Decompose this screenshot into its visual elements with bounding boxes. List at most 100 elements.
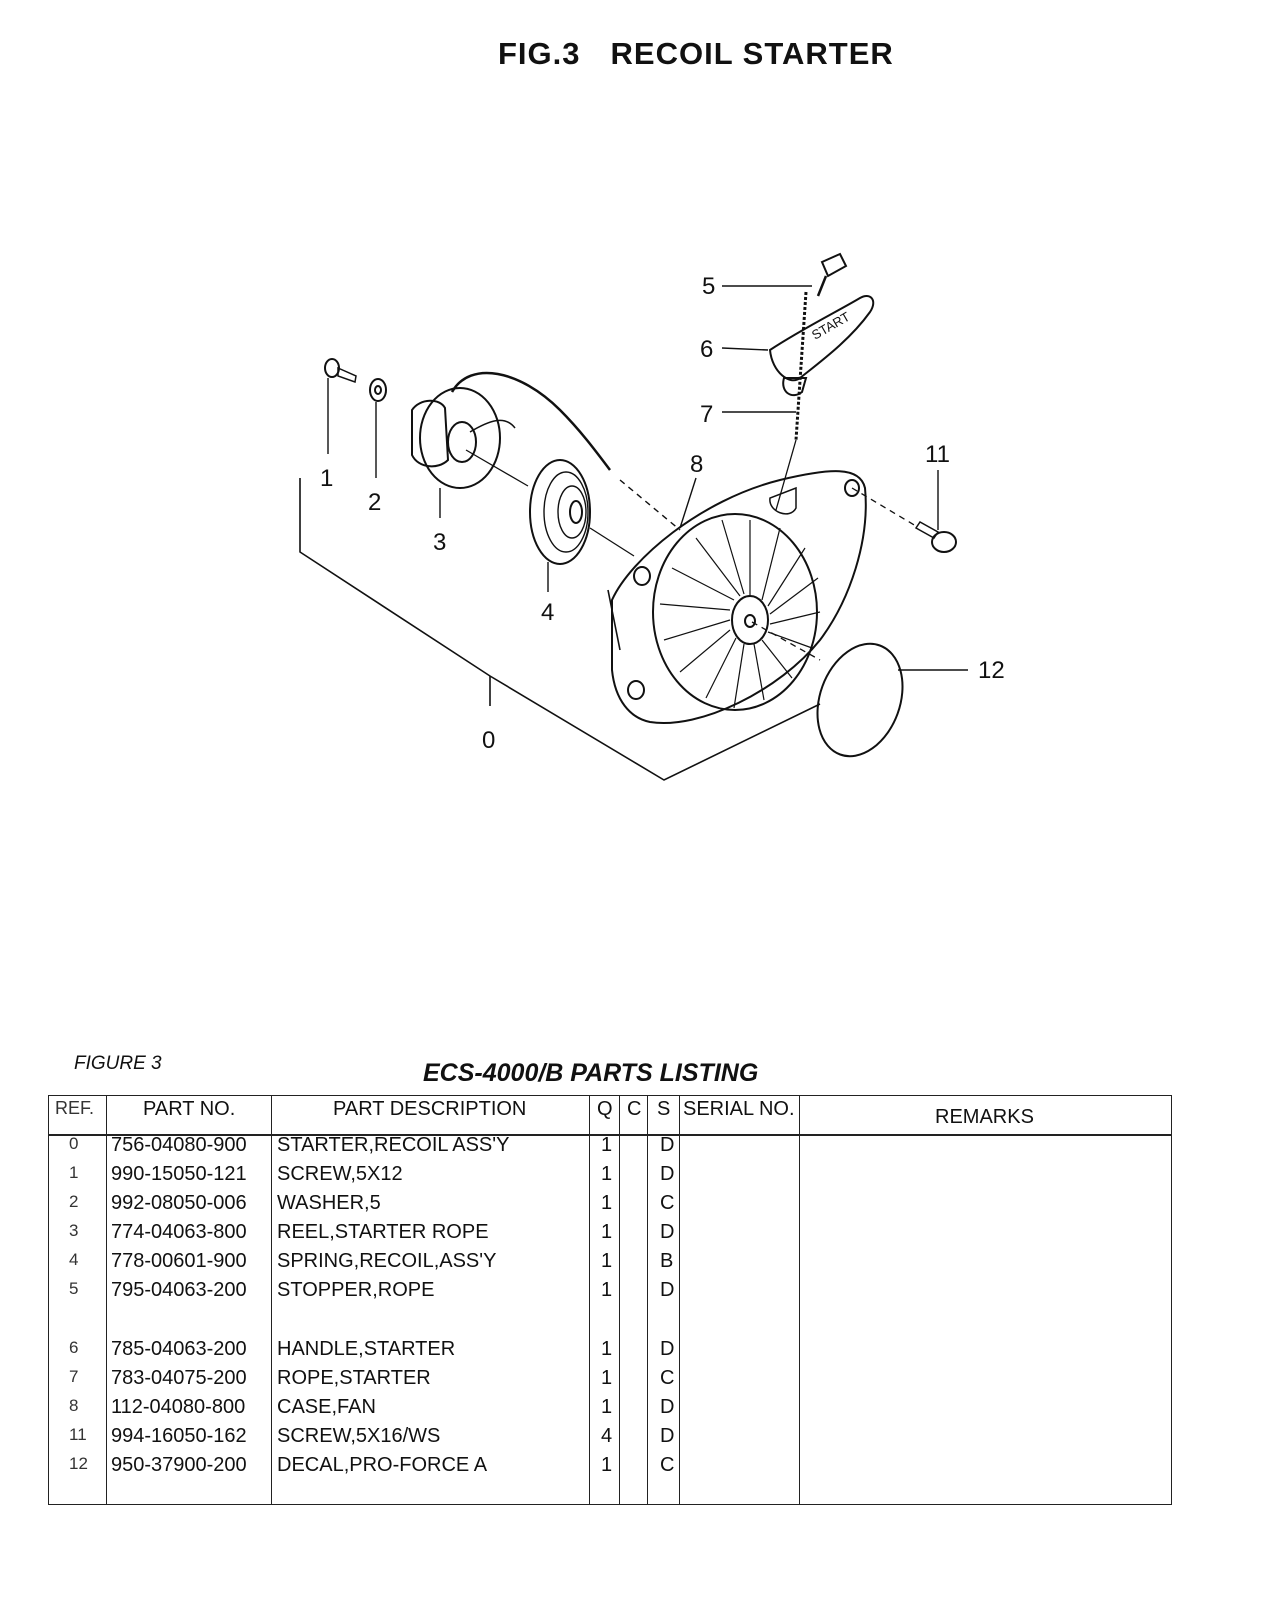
cell-q: 1	[601, 1134, 613, 1156]
table-row: 11 994-16050-162 SCREW,5X16/WS 4 D	[49, 1423, 1171, 1452]
stopper-part-5	[816, 252, 848, 297]
table-row: 12 950-37900-200 DECAL,PRO-FORCE A 1 C	[49, 1452, 1171, 1481]
cell-s: D	[660, 1221, 675, 1243]
cell-q: 1	[601, 1163, 613, 1185]
cell-part-no: 990-15050-121	[111, 1163, 247, 1185]
cell-s: C	[660, 1367, 675, 1389]
callout-2: 2	[368, 489, 381, 516]
cell-s: D	[660, 1425, 675, 1447]
cell-description: HANDLE,STARTER	[277, 1338, 456, 1360]
header-q: Q	[597, 1098, 613, 1120]
cell-s: D	[660, 1279, 675, 1301]
screw-part-11	[851, 470, 957, 553]
cell-description: SCREW,5X16/WS	[277, 1425, 441, 1447]
cell-ref: 8	[69, 1396, 79, 1415]
cell-q: 1	[601, 1338, 613, 1360]
cell-s: D	[660, 1338, 675, 1360]
cell-description: SPRING,RECOIL,ASS'Y	[277, 1250, 497, 1272]
table-row: 5 795-04063-200 STOPPER,ROPE 1 D	[49, 1277, 1171, 1306]
cell-part-no: 774-04063-800	[111, 1221, 247, 1243]
cell-ref: 2	[69, 1192, 79, 1211]
callout-3: 3	[433, 529, 446, 556]
cell-q: 1	[601, 1250, 613, 1272]
figure-name: RECOIL STARTER	[610, 36, 894, 71]
fan-case-part-8	[607, 470, 867, 724]
table-row: 4 778-00601-900 SPRING,RECOIL,ASS'Y 1 B	[49, 1248, 1171, 1277]
cell-part-no: 756-04080-900	[111, 1134, 247, 1156]
header-ref: REF.	[55, 1098, 95, 1118]
table-row: 2 992-08050-006 WASHER,5 1 C	[49, 1190, 1171, 1219]
header-remarks: REMARKS	[935, 1106, 1034, 1128]
cell-part-no: 992-08050-006	[111, 1192, 247, 1214]
header-part-no: PART NO.	[143, 1098, 236, 1120]
callout-8: 8	[690, 451, 703, 478]
cell-part-no: 785-04063-200	[111, 1338, 247, 1360]
cell-q: 1	[601, 1454, 613, 1476]
table-row: 7 783-04075-200 ROPE,STARTER 1 C	[49, 1365, 1171, 1394]
cell-description: REEL,STARTER ROPE	[277, 1221, 489, 1243]
cell-q: 1	[601, 1279, 613, 1301]
cell-description: STARTER,RECOIL ASS'Y	[277, 1134, 510, 1156]
cell-s: D	[660, 1396, 675, 1418]
cell-q: 1	[601, 1367, 613, 1389]
cell-q: 1	[601, 1192, 613, 1214]
cell-q: 1	[601, 1396, 613, 1418]
cell-part-no: 778-00601-900	[111, 1250, 247, 1272]
cell-s: D	[660, 1163, 675, 1185]
figure-number: FIG.3	[498, 36, 581, 71]
parts-listing-title: ECS-4000/B PARTS LISTING	[423, 1059, 759, 1087]
cell-ref: 5	[69, 1279, 79, 1298]
cell-part-no: 112-04080-800	[111, 1396, 246, 1418]
table-row: 0 756-04080-900 STARTER,RECOIL ASS'Y 1 D	[49, 1132, 1171, 1161]
callout-4: 4	[541, 599, 554, 626]
table-row: 1 990-15050-121 SCREW,5X12 1 D	[49, 1161, 1171, 1190]
exploded-parts-diagram: START 5 6 7 8 11 1 2 3 4 12 0	[299, 252, 1005, 781]
header-serial-no: SERIAL NO.	[683, 1098, 795, 1120]
cell-description: DECAL,PRO-FORCE A	[277, 1454, 488, 1476]
cell-description: WASHER,5	[277, 1192, 381, 1214]
cell-part-no: 994-16050-162	[111, 1425, 247, 1447]
cell-ref: 1	[69, 1163, 79, 1182]
header-c: C	[627, 1098, 642, 1120]
washer-part-2	[369, 378, 387, 478]
cell-ref: 11	[69, 1425, 87, 1444]
cell-description: ROPE,STARTER	[277, 1367, 431, 1389]
cell-ref: 4	[69, 1250, 79, 1269]
cell-s: D	[660, 1134, 675, 1156]
reel-part-3	[411, 387, 516, 518]
callout-11: 11	[925, 441, 950, 468]
cell-s: C	[660, 1192, 675, 1214]
rope-part-7	[775, 291, 808, 511]
cell-s: B	[660, 1250, 674, 1272]
parts-table: REF. PART NO. PART DESCRIPTION Q C S SER…	[48, 1095, 1172, 1505]
cell-ref: 3	[69, 1221, 79, 1240]
callout-6: 6	[700, 336, 713, 363]
header-s: S	[657, 1098, 671, 1120]
table-row: 6 785-04063-200 HANDLE,STARTER 1 D	[49, 1336, 1171, 1365]
spring-part-4	[529, 459, 591, 592]
cell-q: 4	[601, 1425, 613, 1447]
cell-description: STOPPER,ROPE	[277, 1279, 435, 1301]
callout-7: 7	[700, 401, 713, 428]
decal-part-12	[751, 621, 968, 758]
cell-part-no: 950-37900-200	[111, 1454, 247, 1476]
cell-ref: 12	[69, 1454, 88, 1473]
table-row: 3 774-04063-800 REEL,STARTER ROPE 1 D	[49, 1219, 1171, 1248]
header-description: PART DESCRIPTION	[333, 1098, 527, 1120]
cell-part-no: 783-04075-200	[111, 1367, 247, 1389]
cell-description: SCREW,5X12	[277, 1163, 403, 1185]
cell-ref: 0	[69, 1134, 79, 1153]
table-row: 8 112-04080-800 CASE,FAN 1 D	[49, 1394, 1171, 1423]
figure-title: FIG.3 RECOIL STARTER	[498, 36, 924, 72]
cell-ref: 7	[69, 1367, 79, 1386]
callout-12: 12	[978, 657, 1005, 684]
callout-5: 5	[702, 273, 715, 300]
screw-part-1	[324, 358, 357, 454]
figure-label: FIGURE 3	[74, 1053, 162, 1074]
cell-s: C	[660, 1454, 675, 1476]
callout-1: 1	[320, 465, 333, 492]
cell-q: 1	[601, 1221, 613, 1243]
callout-0: 0	[482, 727, 495, 754]
handle-part-6: START	[768, 294, 875, 397]
cell-part-no: 795-04063-200	[111, 1279, 247, 1301]
